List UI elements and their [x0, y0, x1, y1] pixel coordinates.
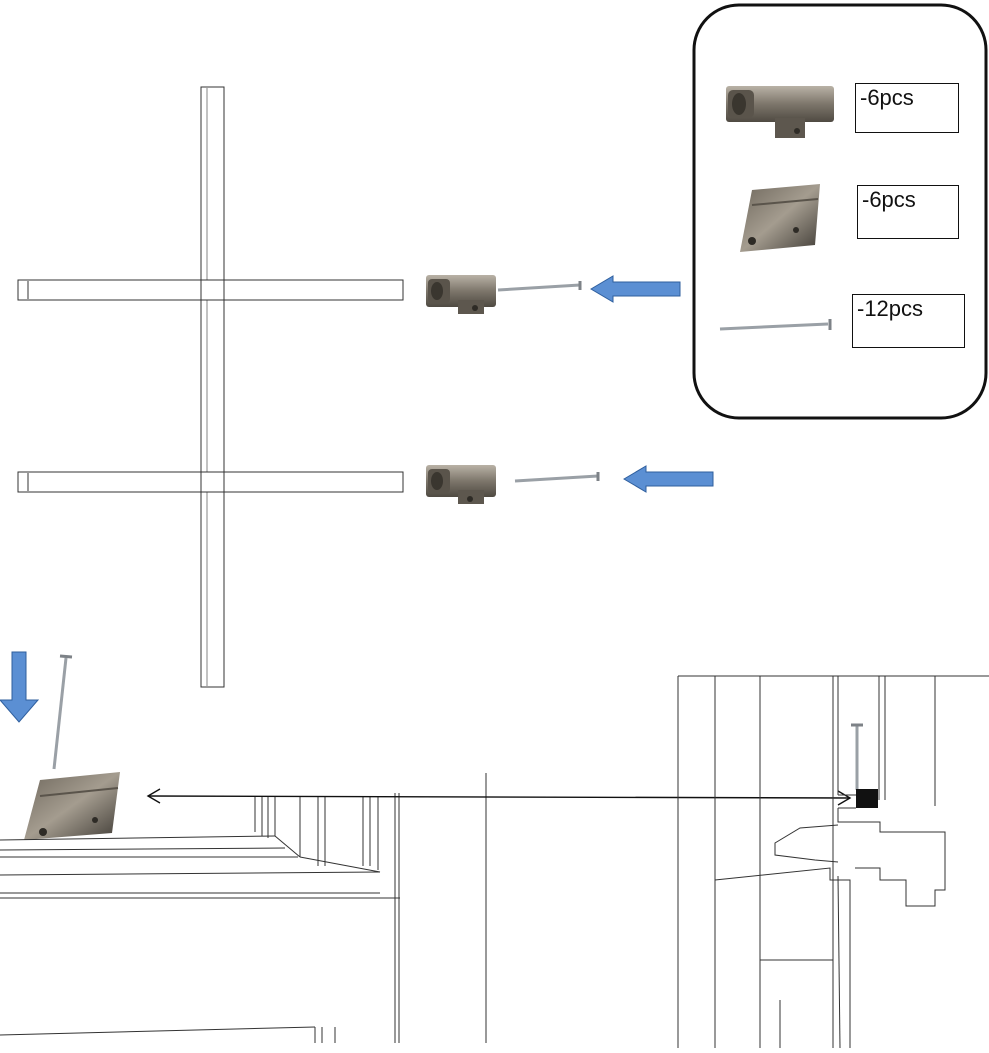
legend-qty-bracket: -6pcs [857, 185, 959, 239]
corner-connector-top [426, 275, 496, 314]
screw-cross-section [851, 723, 863, 790]
flat-bracket [24, 772, 120, 840]
arrow-left-top [590, 275, 681, 303]
bracket-cross-section [856, 789, 878, 808]
screw-bottom [514, 472, 600, 483]
horizontal-bar-top [17, 279, 404, 301]
cross-section-right [677, 675, 989, 1049]
vertical-bar [200, 86, 225, 688]
legend-qty-connector: -6pcs [855, 83, 959, 133]
frame-profile-left [0, 773, 487, 1043]
corner-connector-bottom [426, 465, 496, 504]
screw-vertical [52, 654, 73, 770]
screw-top [497, 281, 582, 292]
legend-screw-image [719, 319, 832, 331]
legend-bracket-image [740, 184, 820, 252]
legend-connector-image [726, 86, 834, 138]
frame-grid [17, 86, 404, 688]
double-arrow [146, 788, 852, 806]
legend-qty-screw: -12pcs [852, 294, 965, 348]
arrow-down [0, 651, 40, 723]
horizontal-bar-bottom [17, 471, 404, 493]
arrow-left-bottom [623, 465, 714, 493]
